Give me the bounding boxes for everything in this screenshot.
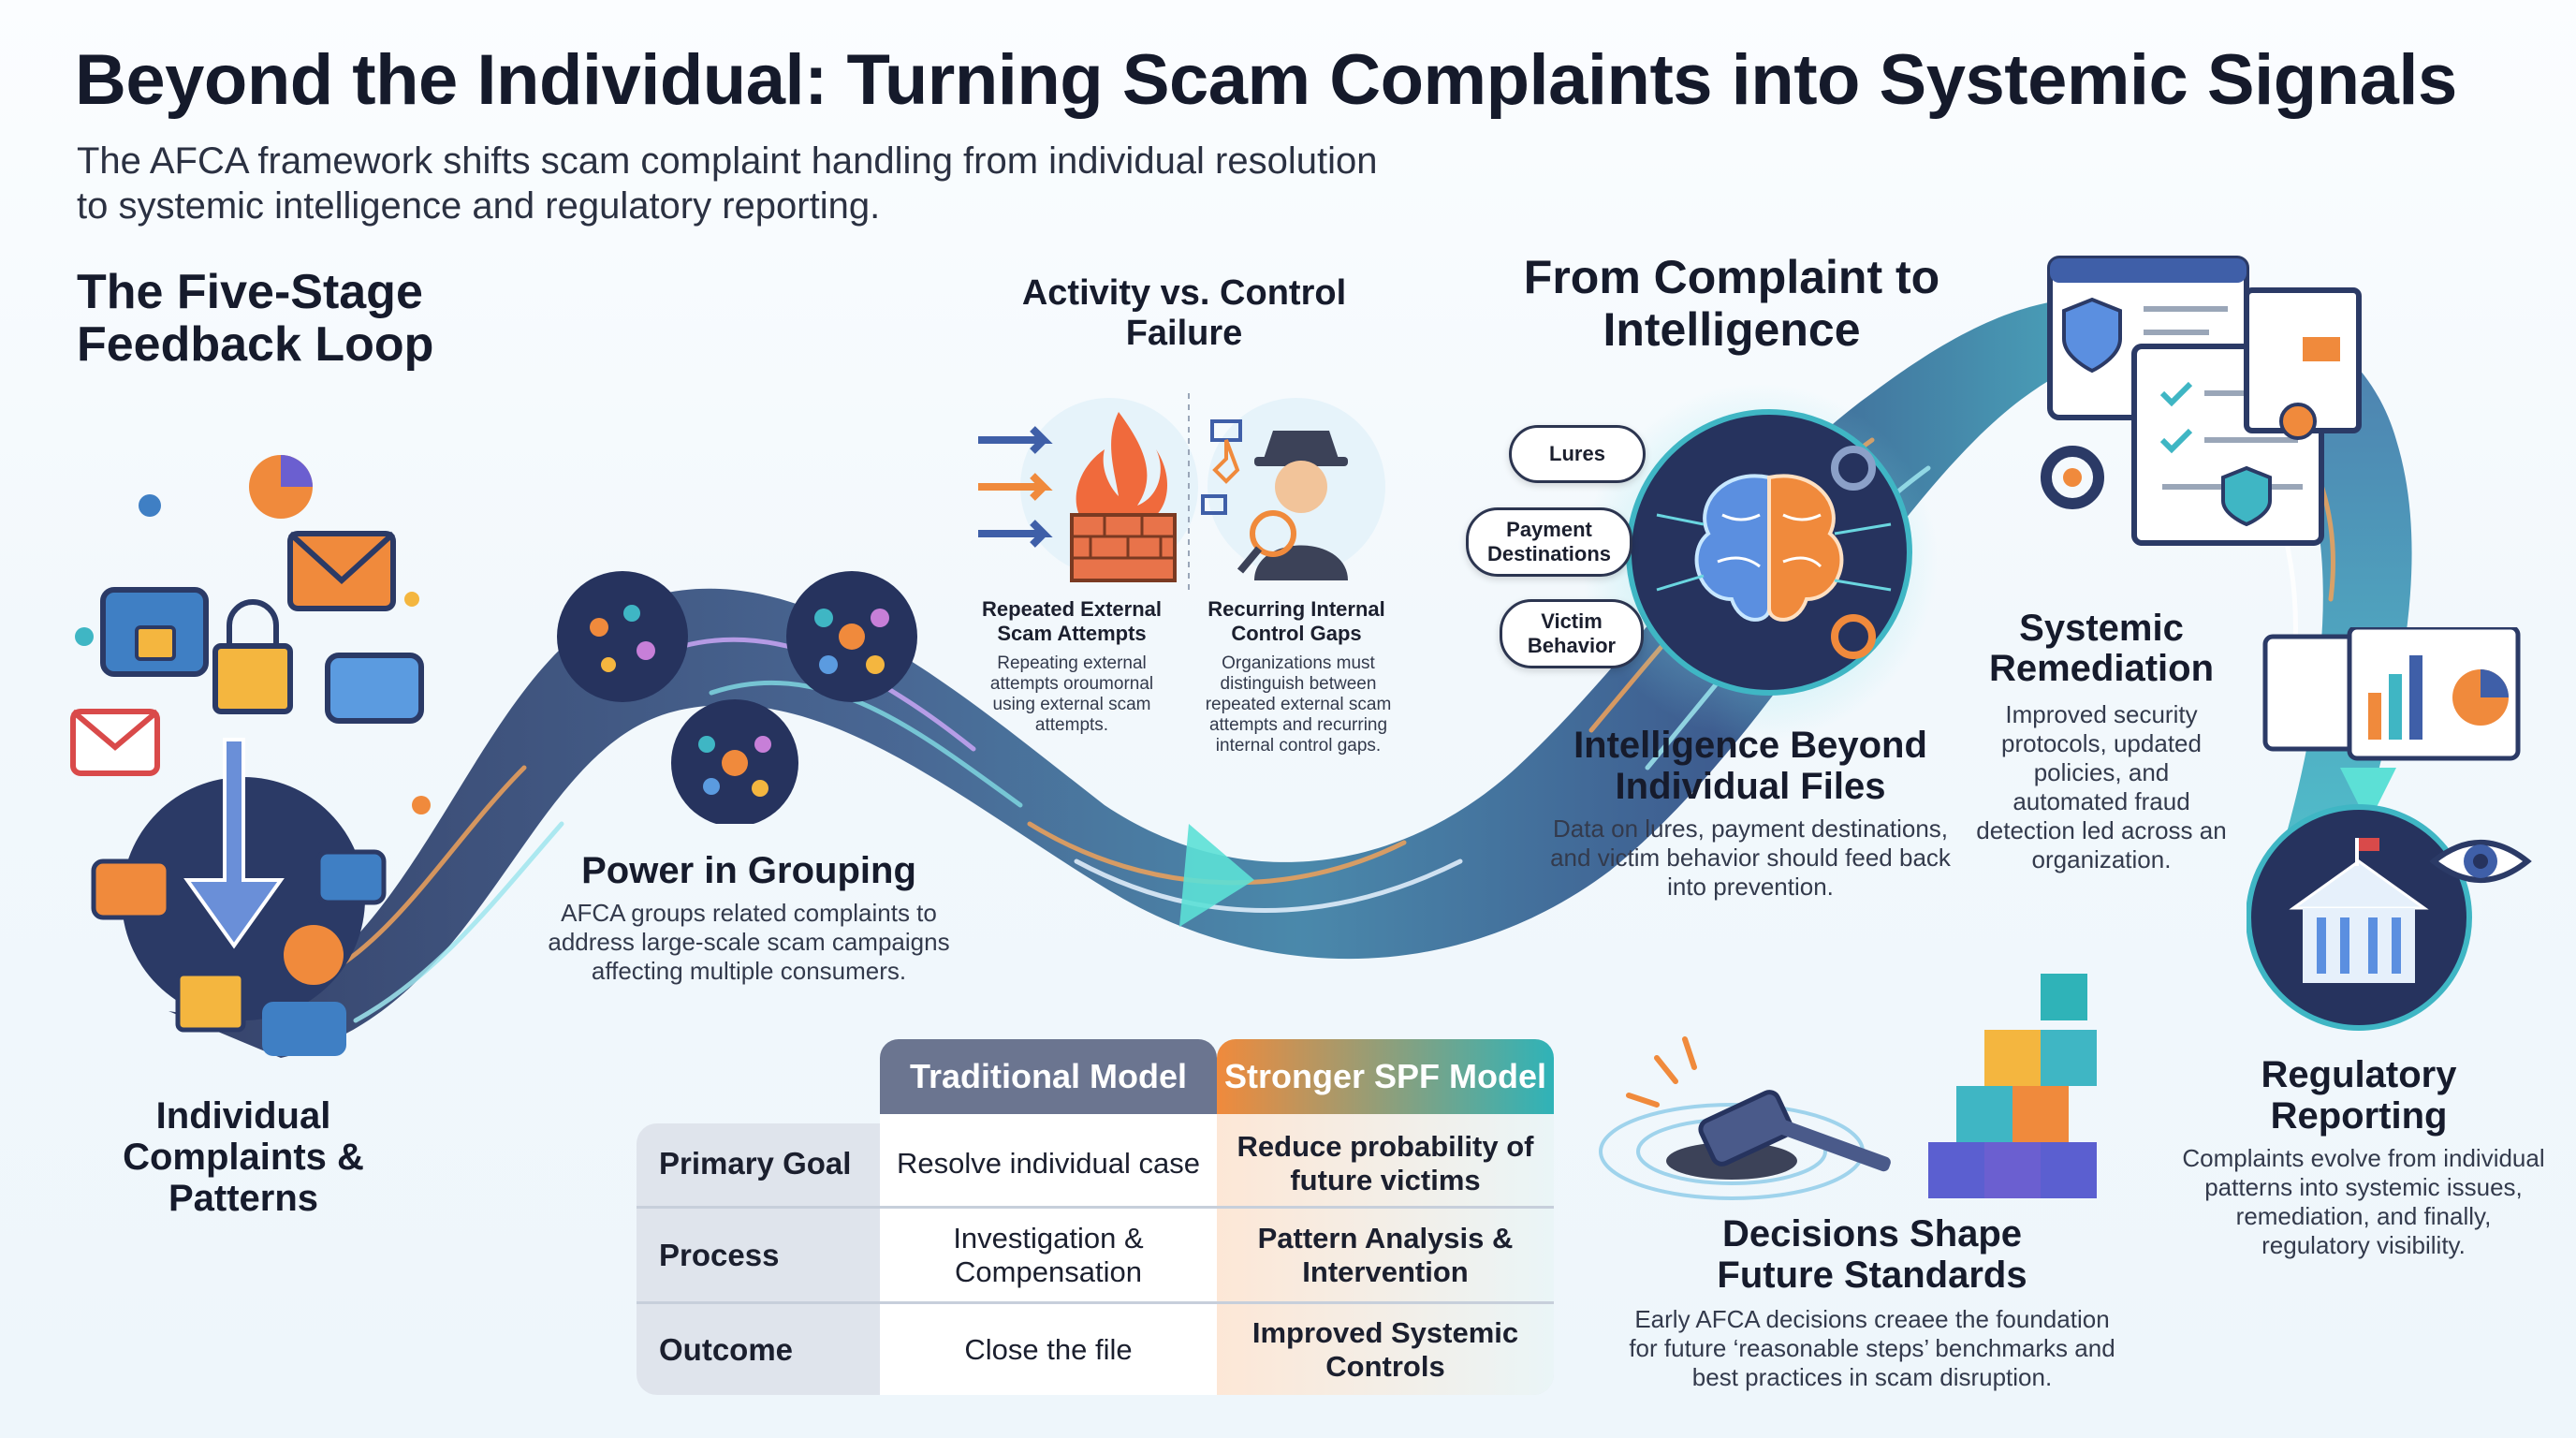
brain-icon: [1694, 474, 1844, 622]
row-label-process: Process: [659, 1237, 780, 1272]
gavel-icon: [1666, 1090, 1891, 1180]
comparison-table: Traditional Model Stronger SPF Model Pri…: [637, 1039, 1554, 1395]
page-subtitle: The AFCA framework shifts scam complaint…: [77, 140, 1378, 227]
table-header-traditional: Traditional Model: [880, 1039, 1217, 1114]
cell-spf-primary-goal: Reduce probability of future victims: [1237, 1130, 1534, 1196]
decisions-title: Decisions Shape Future Standards: [1717, 1213, 2027, 1296]
pill-victim-behavior: Victim Behavior: [1500, 599, 1644, 668]
activity-vs-control-illustration: [978, 393, 1385, 590]
cell-traditional-primary-goal: Resolve individual case: [897, 1147, 1200, 1180]
report-document-icon: [2244, 287, 2362, 440]
brain-intelligence-illustration: [1626, 409, 1912, 696]
internal-gaps-title: Recurring Internal Control Gaps: [1208, 597, 1385, 645]
row-label-primary-goal: Primary Goal: [659, 1146, 852, 1181]
building-blocks-icon: [1928, 974, 2097, 1198]
internal-gaps-desc: Organizations must distinguish between r…: [1205, 653, 1392, 756]
grouping-nodes-illustration: [557, 571, 917, 824]
regulatory-desc: Complaints evolve from individual patter…: [2182, 1144, 2545, 1259]
detective-icon: [1237, 431, 1348, 580]
remediation-documents-illustration: [2041, 256, 2362, 546]
cell-spf-process: Pattern Analysis & Intervention: [1257, 1221, 1514, 1288]
remediation-desc: Improved security protocols, updated pol…: [1976, 700, 2227, 873]
external-attempts-desc: Repeating external attempts oroumornal u…: [989, 653, 1154, 735]
envelope-icon: [287, 531, 396, 611]
external-attempts-title: Repeated External Scam Attempts: [982, 597, 1162, 645]
cell-traditional-outcome: Close the file: [964, 1332, 1133, 1366]
cluster-node-3: [671, 699, 798, 824]
gear-icon: [1831, 446, 1876, 659]
complaints-cluster-illustration: [70, 455, 431, 1056]
cluster-node-1: [557, 571, 688, 702]
page-title: Beyond the Individual: Turning Scam Comp…: [75, 40, 2457, 120]
remediation-title: Systemic Remediation: [1988, 608, 2215, 689]
cell-traditional-process: Investigation & Compensation: [953, 1221, 1144, 1288]
intelligence-title: Intelligence Beyond Individual Files: [1573, 725, 1927, 807]
intelligence-desc: Data on lures, payment destinations, and…: [1550, 814, 1951, 901]
pill-lures: Lures: [1509, 425, 1646, 483]
intelligence-heading: From Complaint to Intelligence: [1523, 251, 1940, 356]
feedback-loop-heading: The Five-Stage Feedback Loop: [77, 265, 434, 372]
table-header-spf: Stronger SPF Model: [1217, 1039, 1554, 1114]
gear-icon: [2041, 446, 2104, 509]
regulatory-title: Regulatory Reporting: [2261, 1054, 2457, 1137]
pill-payment-destinations: Payment Destinations: [1466, 507, 1632, 577]
decisions-desc: Early AFCA decisions creaee the foundati…: [1629, 1305, 2115, 1391]
stage-activity-title: Activity vs. Control Failure: [1021, 273, 1347, 353]
row-label-outcome: Outcome: [659, 1331, 794, 1367]
decisions-illustration: [1599, 974, 2097, 1200]
government-building-icon: [2289, 838, 2429, 983]
cell-spf-outcome: Improved Systemic Controls: [1251, 1315, 1519, 1383]
stage-individual-title: Individual Complaints & Patterns: [123, 1095, 364, 1219]
flowchart-icon: [1201, 419, 1242, 515]
regulatory-illustration: [2247, 627, 2532, 1031]
stage-grouping-title: Power in Grouping: [581, 850, 916, 891]
firewall-icon: [1070, 412, 1177, 582]
stage-grouping-desc: AFCA groups related complaints to addres…: [548, 899, 950, 985]
arrows-icon: [978, 426, 1053, 548]
cluster-node-2: [786, 571, 917, 702]
eye-icon: [2429, 840, 2532, 883]
dashboard-icon: [2262, 627, 2521, 761]
